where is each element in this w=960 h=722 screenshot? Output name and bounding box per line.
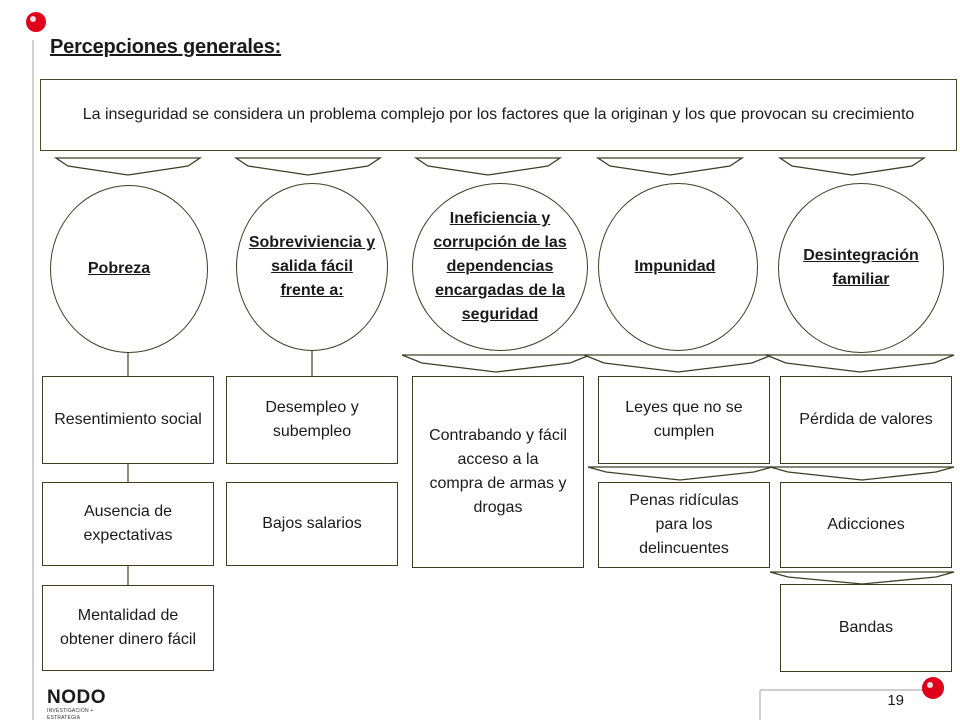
factor-impunidad: Impunidad: [598, 183, 758, 351]
effect-box: Mentalidad de obtener dinero fácil: [42, 585, 214, 671]
effect-text: Penas ridículas para los delincuentes: [629, 492, 739, 557]
page-number: 19: [887, 692, 904, 709]
effect-box: Bandas: [780, 584, 952, 672]
effect-text: Mentalidad de obtener dinero fácil: [59, 607, 197, 648]
effect-text: Ausencia de expectativas: [83, 503, 173, 544]
effect-text: Contrabando y fácil acceso a la compra d…: [429, 427, 567, 516]
effect-box: Desempleo y subempleo: [226, 376, 398, 464]
factor-label: Pobreza: [87, 260, 151, 277]
logo-tagline: INVESTIGACIÓN + ESTRATEGIA: [47, 708, 94, 721]
factor-label: Impunidad: [634, 258, 716, 275]
effect-text: Resentimiento social: [54, 411, 202, 428]
effect-text: Leyes que no se cumplen: [625, 399, 743, 440]
effect-text: Desempleo y subempleo: [265, 399, 359, 440]
effect-text: Bajos salarios: [262, 515, 362, 532]
logo-name: NODO: [47, 687, 106, 708]
factor-ineficiencia: Ineficiencia y corrupción de las depende…: [412, 183, 588, 351]
effect-text: Pérdida de valores: [799, 411, 933, 428]
effect-box: Resentimiento social: [42, 376, 214, 464]
effect-box: Penas ridículas para los delincuentes: [598, 482, 770, 568]
nodo-logo: NODO INVESTIGACIÓN + ESTRATEGIA: [47, 687, 119, 722]
banner-arrows: [53, 157, 927, 176]
effect-text: Bandas: [838, 619, 894, 636]
factor-label: Desintegración familiar: [803, 247, 919, 288]
factor-pobreza: Pobreza: [50, 185, 208, 353]
factor-desintegracion: Desintegración familiar: [778, 183, 944, 353]
effect-box: Adicciones: [780, 482, 952, 568]
red-dot-bottom: [922, 677, 944, 699]
circle-arrows: [401, 354, 955, 373]
page-title: Percepciones generales:: [50, 36, 282, 58]
box-arrows: [587, 466, 955, 585]
effect-box: Pérdida de valores: [780, 376, 952, 464]
effect-box: Leyes que no se cumplen: [598, 376, 770, 464]
summary-banner-text: La inseguridad se considera un problema …: [82, 106, 915, 123]
effect-box: Ausencia de expectativas: [42, 482, 214, 566]
red-dot-top: [26, 12, 46, 32]
effect-box: Bajos salarios: [226, 482, 398, 566]
factor-label: Sobreviviencia y salida fácil frente a:: [248, 234, 376, 299]
factor-sobreviviencia: Sobreviviencia y salida fácil frente a:: [236, 183, 388, 351]
factor-label: Ineficiencia y corrupción de las depende…: [433, 210, 567, 323]
summary-banner: La inseguridad se considera un problema …: [40, 79, 957, 151]
effect-text: Adicciones: [827, 516, 905, 533]
effect-box: Contrabando y fácil acceso a la compra d…: [412, 376, 584, 568]
